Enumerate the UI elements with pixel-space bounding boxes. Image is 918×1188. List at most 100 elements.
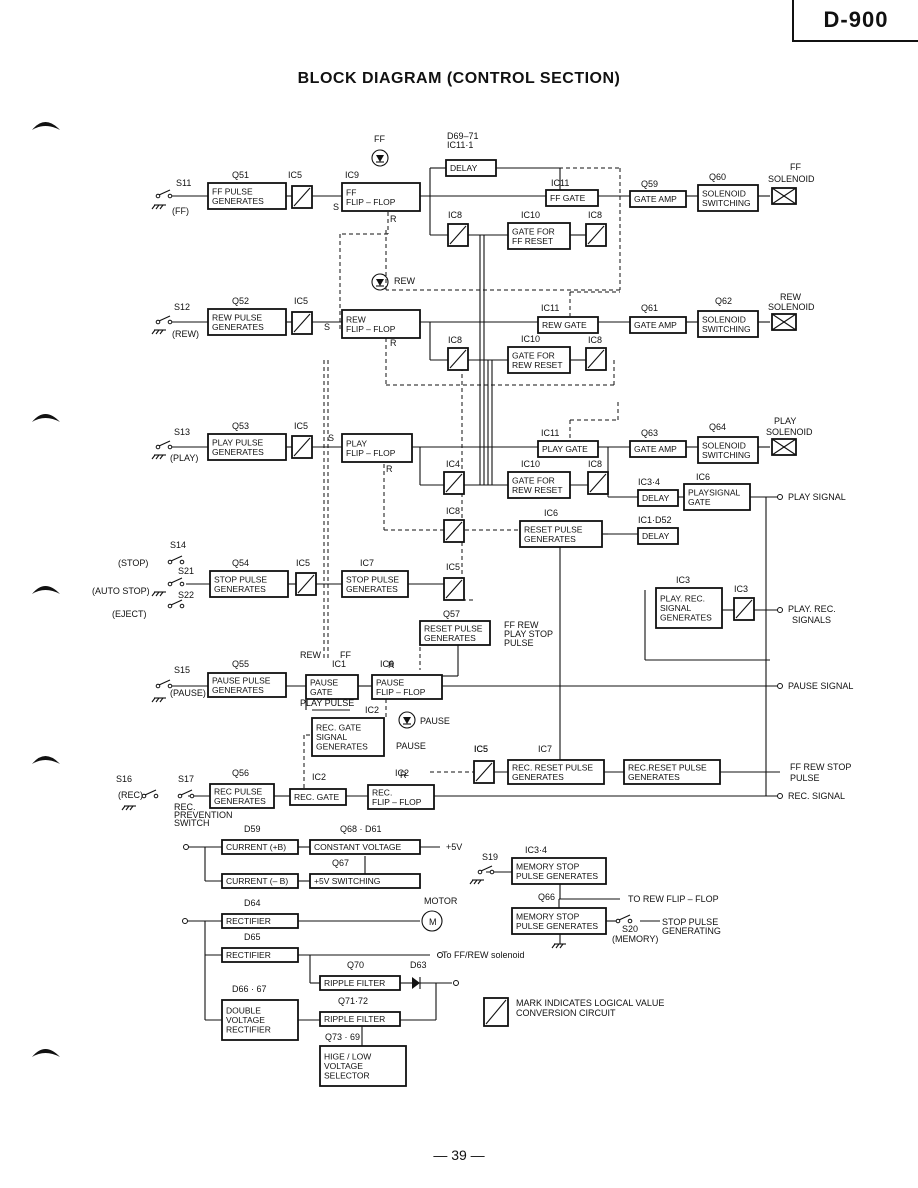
block-text: SIGNAL: [660, 603, 691, 613]
block-text: REW: [346, 314, 366, 324]
label-ff-sol-2: SOLENOID: [768, 174, 815, 184]
block-text: FLIP – FLOP: [346, 324, 396, 334]
block-ref: D66 · 67: [232, 984, 267, 994]
block-text: GATE AMP: [634, 320, 677, 330]
label-ff-rew-play-3: PULSE: [504, 638, 534, 648]
block-text: FF PULSE: [212, 186, 253, 196]
switch-icon: [167, 599, 185, 609]
led-icon: [398, 711, 416, 729]
label-rew-led: REW: [394, 276, 416, 286]
label-ff-rew-play-1: FF REW: [504, 620, 539, 630]
label-rew-ff-2: FF: [340, 650, 351, 660]
label-play-signal: PLAY SIGNAL: [788, 492, 846, 502]
label-play-pulse: PLAY PULSE: [300, 698, 354, 708]
switch-icon: [155, 679, 173, 689]
label-ff-rew-stop-1: FF REW STOP: [790, 762, 851, 772]
logic-converter-gate: [291, 311, 313, 335]
block-ref: IC9: [345, 170, 359, 180]
label-s13: S13: [174, 427, 190, 437]
block-text: RESET PULSE: [424, 623, 483, 633]
block-text: FLIP – FLOP: [376, 687, 426, 697]
block-text: GENERATES: [524, 534, 576, 544]
label-rec-prev-3: SWITCH: [174, 818, 210, 828]
block-ref: IC11: [551, 178, 569, 188]
block-ref: IC2: [312, 772, 326, 782]
label-s12-rew: (REW): [172, 329, 199, 339]
block-ref: IC3·4: [638, 477, 660, 487]
block-text: GENERATES: [628, 772, 680, 782]
binder-hole-mark: [32, 756, 60, 764]
terminal-icon: [777, 494, 783, 500]
block-text: SIGNAL: [316, 732, 347, 742]
label-plus5v: +5V: [446, 842, 462, 852]
label-stop-pulse-gen-1: STOP PULSE: [662, 917, 718, 927]
label-ic8-6: IC8: [446, 506, 460, 516]
label-r-pause: R: [388, 660, 395, 670]
block-text: RESET PULSE: [524, 524, 583, 534]
label-pause-signal: PAUSE SIGNAL: [788, 681, 853, 691]
block-text: MEMORY STOP: [516, 911, 580, 921]
block-ref: IC2: [395, 768, 409, 778]
label-ff-sol-1: FF: [790, 162, 801, 172]
label-ic4: IC4: [446, 459, 460, 469]
label-s13-play: (PLAY): [170, 453, 198, 463]
ground-icon: [151, 454, 166, 460]
block-text: GATE FOR: [512, 226, 555, 236]
label-s-rew: S: [324, 322, 330, 332]
led-icon: [371, 149, 389, 167]
block-text: PLAYSIGNAL: [688, 487, 741, 497]
label-legend-1: MARK INDICATES LOGICAL VALUE: [516, 998, 664, 1008]
block-ref: IC7: [538, 744, 552, 754]
block-text: GATE AMP: [634, 444, 677, 454]
label-memory: (MEMORY): [612, 934, 658, 944]
ground-icon: [151, 329, 166, 335]
block-ref: IC11·1: [447, 140, 473, 150]
block-ref: D65: [244, 932, 261, 942]
block-ref: Q67: [332, 858, 349, 868]
label-ic5-2: IC5: [294, 296, 308, 306]
terminal-icon: [437, 952, 443, 958]
label-s-ff: S: [333, 202, 339, 212]
block-text: SWITCHING: [702, 450, 751, 460]
label-s16: S16: [116, 774, 132, 784]
label-s21: S21: [178, 566, 194, 576]
block-text: DELAY: [450, 163, 478, 173]
block-text: VOLTAGE: [324, 1061, 363, 1071]
logic-converter-gate: [447, 347, 469, 371]
logic-converter-gate: [295, 572, 317, 596]
block-text: REC. GATE: [294, 792, 340, 802]
page-title: BLOCK DIAGRAM (CONTROL SECTION): [297, 70, 621, 87]
block-text: REW GATE: [542, 320, 587, 330]
block-text: REC. GATE: [316, 723, 362, 733]
solenoid-icon: [771, 313, 797, 331]
block-ref: IC10: [521, 459, 540, 469]
block-ref: Q73 · 69: [325, 1032, 360, 1042]
block-ref: Q64: [709, 422, 726, 432]
ground-icon: [121, 805, 136, 811]
block-ref: IC10: [521, 210, 540, 220]
label-s11: S11: [176, 178, 191, 188]
label-pause-led: PAUSE: [420, 716, 450, 726]
logic-converter-gate: [473, 760, 495, 784]
diode-icon: [412, 977, 421, 989]
block-current-mb: CURRENT (– B): [221, 873, 299, 889]
block-text: CURRENT (– B): [226, 876, 288, 886]
block-text: PAUSE: [376, 677, 405, 687]
block-text: RECTIFIER: [226, 916, 271, 926]
